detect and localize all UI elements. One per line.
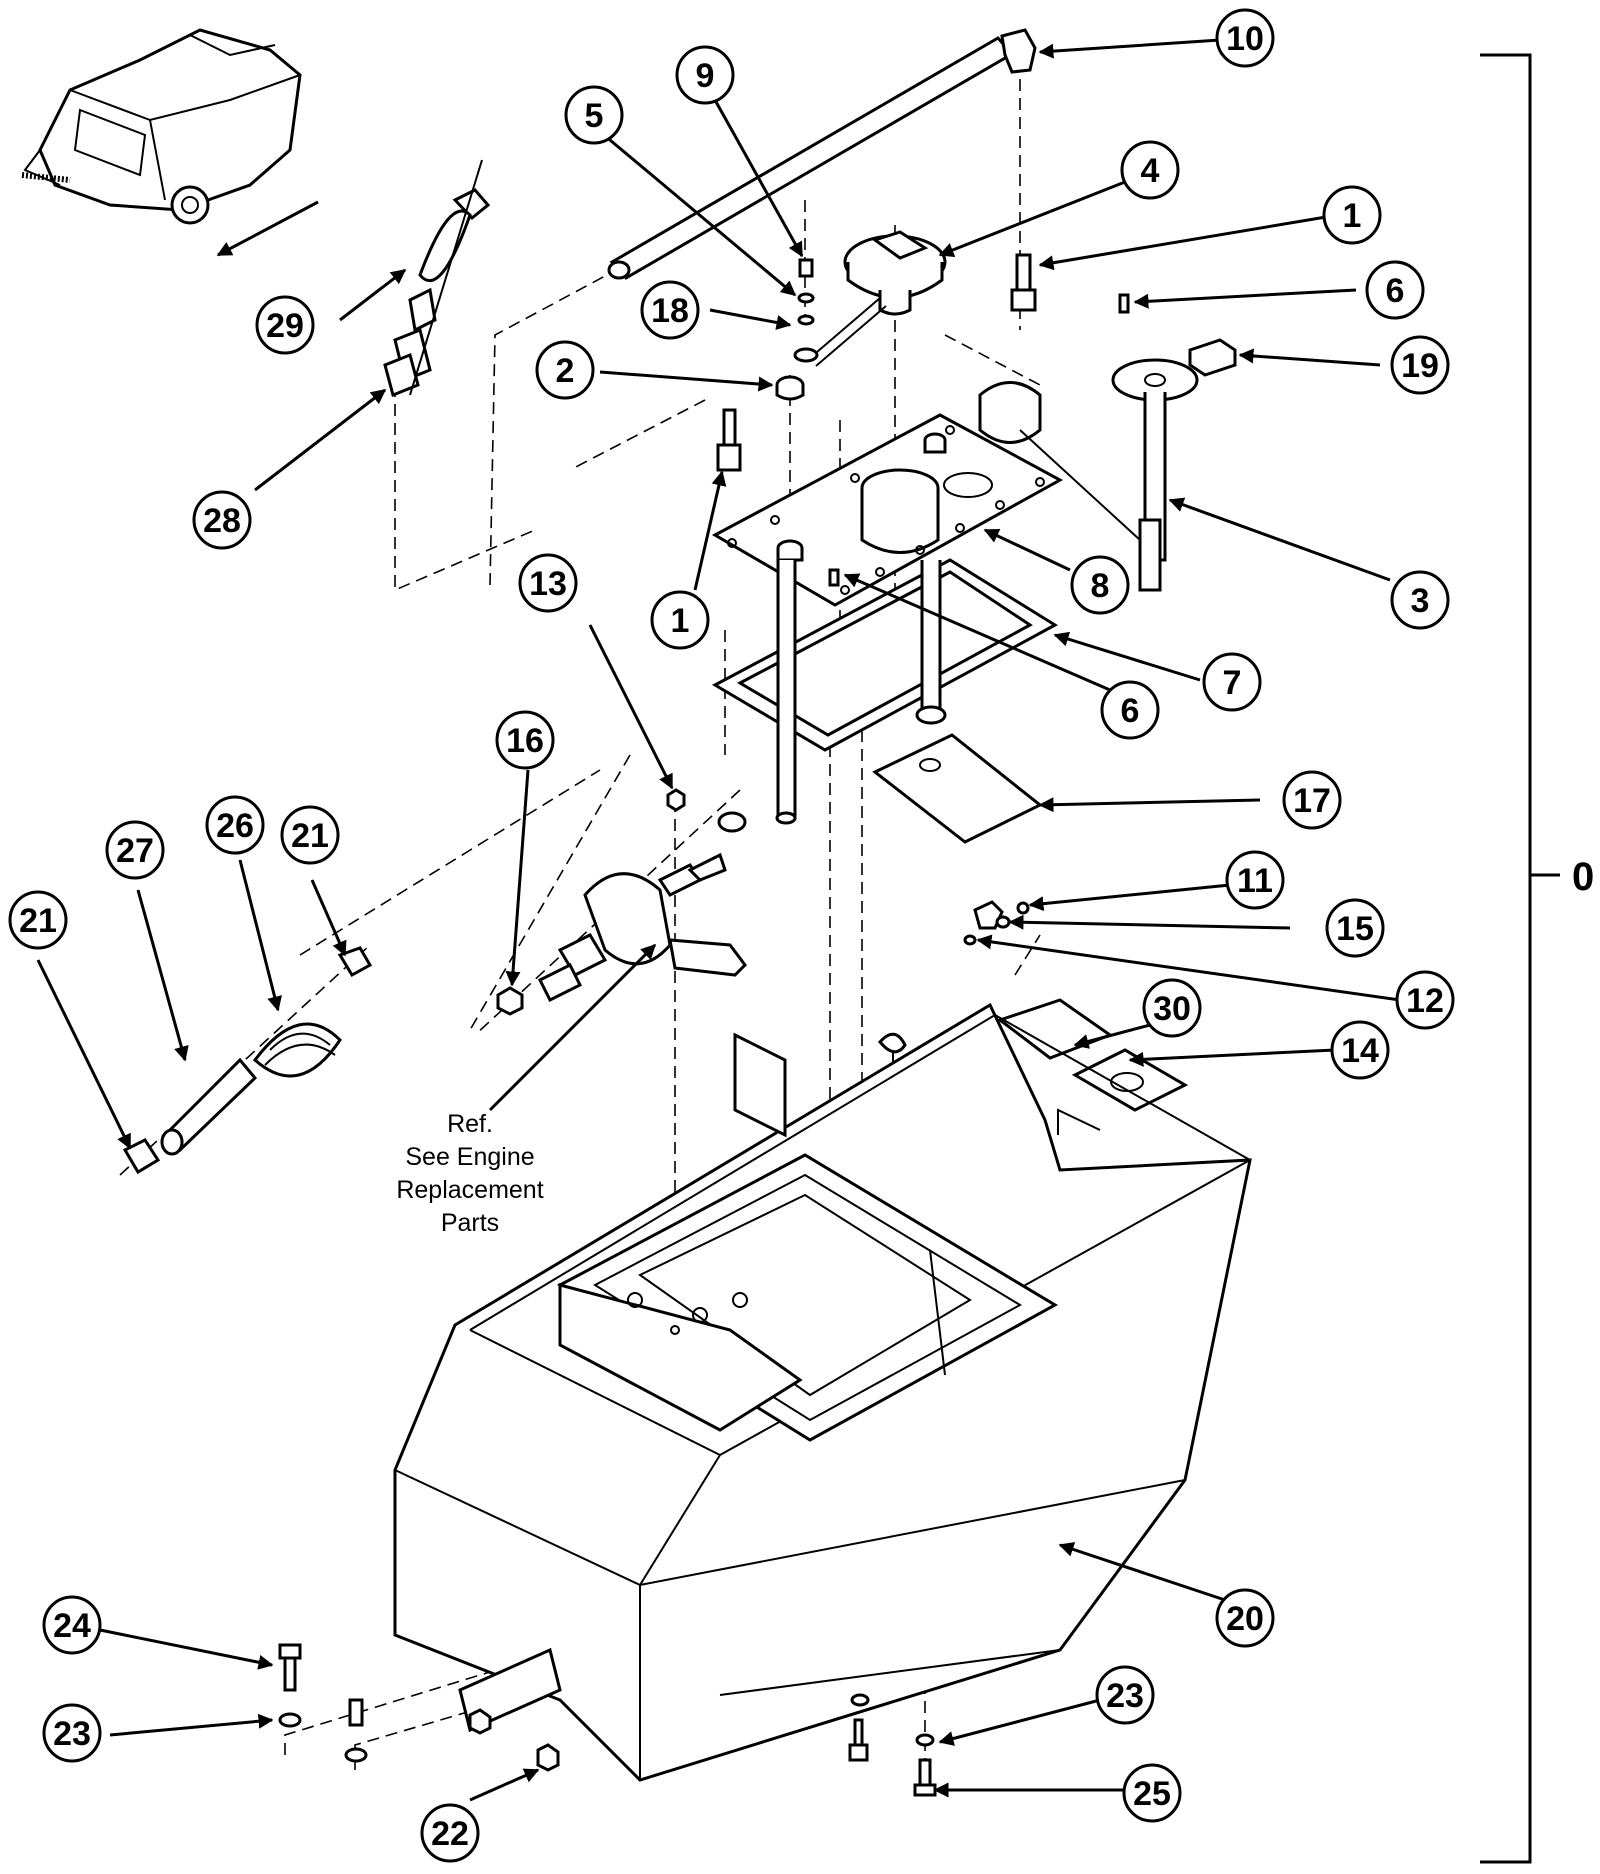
callout-balloon-15: 15 <box>1325 898 1385 958</box>
callout-number: 13 <box>529 565 567 603</box>
callout-number: 22 <box>431 1815 469 1853</box>
callout-number: 18 <box>651 292 689 330</box>
callout-balloon-27: 27 <box>105 820 165 880</box>
callout-number: 14 <box>1341 1032 1379 1070</box>
parts <box>122 28 1252 1797</box>
callout-number: 26 <box>216 807 254 845</box>
callout-number: 25 <box>1133 1775 1171 1813</box>
callout-balloon-2: 2 <box>535 340 595 400</box>
callout-number: 24 <box>53 1607 91 1645</box>
callout-balloon-23: 23 <box>1095 1665 1155 1725</box>
callout-balloon-11: 11 <box>1225 850 1285 910</box>
callout-number: 1 <box>671 602 690 640</box>
callout-number: 29 <box>266 307 304 345</box>
reference-note: Ref. See Engine Replacement Parts <box>396 1110 543 1237</box>
callout-balloon-18: 18 <box>640 280 700 340</box>
reference-note-line: See Engine <box>405 1143 534 1171</box>
machine-thumbnail <box>21 28 319 257</box>
callout-number: 12 <box>1406 982 1444 1020</box>
callout-balloon-1: 1 <box>1322 185 1382 245</box>
callout-balloon-20: 20 <box>1215 1588 1275 1648</box>
callout-number: 17 <box>1293 782 1331 820</box>
callout-number: 23 <box>1106 1677 1144 1715</box>
callout-number: 6 <box>1386 272 1405 310</box>
callout-number: 10 <box>1226 20 1264 58</box>
callout-balloon-16: 16 <box>495 710 555 770</box>
assembly-label: 0 <box>1572 855 1594 899</box>
callout-number: 9 <box>696 57 715 95</box>
callout-balloon-14: 14 <box>1330 1020 1390 1080</box>
reference-note-line: Ref. <box>447 1110 493 1138</box>
callout-number: 7 <box>1223 664 1242 702</box>
callout-number: 20 <box>1226 1600 1264 1638</box>
assembly-bracket: 0 <box>1480 53 1594 1864</box>
callout-balloon-26: 26 <box>205 795 265 855</box>
callout-number: 21 <box>19 902 57 940</box>
leader-lines <box>36 38 1401 1802</box>
callout-number: 19 <box>1401 347 1439 385</box>
callout-number: 16 <box>506 722 544 760</box>
callout-balloon-6b: 6 <box>1100 680 1160 740</box>
callout-number: 3 <box>1411 582 1430 620</box>
callout-balloon-19: 19 <box>1390 335 1450 395</box>
callout-balloon-1b: 1 <box>650 590 710 650</box>
callout-balloon-21b: 21 <box>8 890 68 950</box>
callout-balloon-28: 28 <box>192 490 252 550</box>
callout-number: 28 <box>203 502 241 540</box>
callout-balloon-29: 29 <box>255 295 315 355</box>
callout-balloon-23b: 23 <box>42 1703 102 1763</box>
callout-balloon-3: 3 <box>1390 570 1450 630</box>
callout-number: 8 <box>1091 567 1110 605</box>
callout-balloon-6: 6 <box>1365 260 1425 320</box>
callout-balloon-5: 5 <box>564 85 624 145</box>
callout-balloon-25: 25 <box>1122 1763 1182 1823</box>
callout-balloon-9: 9 <box>675 45 735 105</box>
callout-balloon-22: 22 <box>420 1803 480 1863</box>
callout-balloon-7: 7 <box>1202 652 1262 712</box>
callout-balloon-8: 8 <box>1070 555 1130 615</box>
callout-balloon-13: 13 <box>518 553 578 613</box>
callout-balloon-10: 10 <box>1215 8 1275 68</box>
callout-number: 1 <box>1343 197 1362 235</box>
callout-balloon-17: 17 <box>1282 770 1342 830</box>
callout-number: 15 <box>1336 910 1374 948</box>
callout-number: 6 <box>1121 692 1140 730</box>
reference-note-line: Parts <box>441 1209 499 1237</box>
callout-number: 2 <box>556 352 575 390</box>
callout-number: 5 <box>585 97 604 135</box>
callout-number: 27 <box>116 832 154 870</box>
callout-balloon-12: 12 <box>1395 970 1455 1030</box>
reference-note-line: Replacement <box>396 1176 543 1204</box>
callout-balloon-4: 4 <box>1120 140 1180 200</box>
callout-number: 23 <box>53 1715 91 1753</box>
callout-number: 30 <box>1153 990 1191 1028</box>
callout-number: 11 <box>1237 862 1273 900</box>
callout-balloon-30: 30 <box>1142 978 1202 1038</box>
callout-balloon-24: 24 <box>42 1595 102 1655</box>
callout-balloons: 10 9 5 4 1 6 18 29 19 2 28 8 3 13 1 7 6 … <box>8 8 1455 1863</box>
callout-number: 4 <box>1141 152 1160 190</box>
callout-balloon-21: 21 <box>280 805 340 865</box>
callout-number: 21 <box>291 817 329 855</box>
